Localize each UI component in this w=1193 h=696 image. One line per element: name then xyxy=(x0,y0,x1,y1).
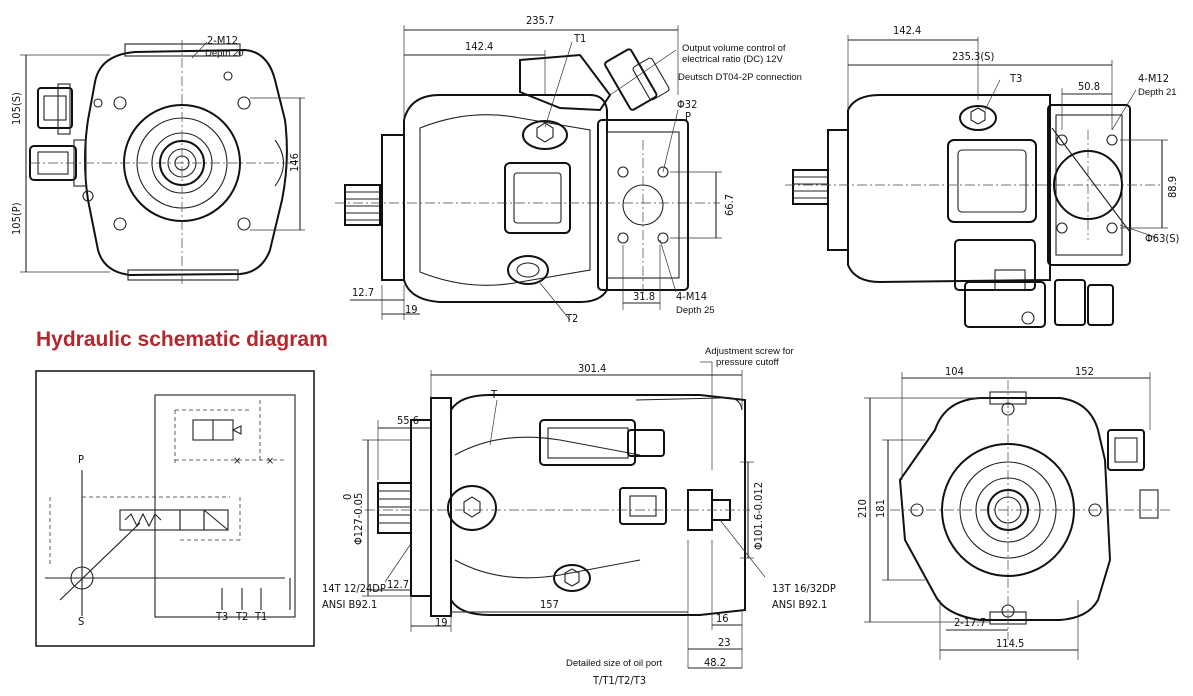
schematic-title: Hydraulic schematic diagram xyxy=(36,328,328,351)
connector-note: Deutsch DT04-2P connection xyxy=(678,72,802,83)
side-a-dim-66-7: 66.7 xyxy=(723,194,736,216)
rear-dim-181: 181 xyxy=(874,499,887,518)
hydraulic-schematic: × × P S T3 T2 T1 xyxy=(35,370,315,647)
top-dim-phi101-6: Φ101.6-0.012 xyxy=(752,482,765,550)
port-note: Detailed size of oil port xyxy=(566,658,662,669)
schematic-port-p: P xyxy=(78,453,84,466)
side-a-dim-12-7: 12.7 xyxy=(352,286,374,299)
front-dim-146: 146 xyxy=(288,153,301,172)
rear-dim-152: 152 xyxy=(1075,365,1094,378)
rear-dim-104: 104 xyxy=(945,365,964,378)
schematic-port-t2: T2 xyxy=(235,610,248,623)
front-dim-105s: 105(S) xyxy=(10,92,23,125)
top-dim-55-6: 55.6 xyxy=(397,414,419,427)
side-a-depth: Depth 25 xyxy=(676,305,715,316)
spline-left-line-1: 14T 12/24DP xyxy=(322,582,386,595)
side-b-dim-88-9: 88.9 xyxy=(1166,176,1179,198)
side-a-phi32: Φ32 xyxy=(677,98,697,111)
schematic-cross-2: × xyxy=(266,454,274,467)
port-list: T/T1/T2/T3 xyxy=(592,674,646,687)
adjust-note-line-2: pressure cutoff xyxy=(716,357,779,368)
top-t: T xyxy=(490,388,498,401)
side-a-dim-235-7: 235.7 xyxy=(526,14,554,27)
side-b-thread: 4-M12 xyxy=(1138,72,1169,85)
control-note-line-1: Output volume control of xyxy=(682,43,786,54)
schematic-port-t3: T3 xyxy=(215,610,228,623)
top-dim-12-7: 12.7 xyxy=(387,578,409,591)
side-view-b: 142.4 235.3(S) T3 50.8 4-M12 Depth 21 88… xyxy=(785,24,1180,328)
front-thread: 2-M12 xyxy=(207,34,238,47)
side-b-dim-50-8: 50.8 xyxy=(1078,80,1100,93)
spline-right-line-2: ANSI B92.1 xyxy=(772,598,827,611)
top-dim-157: 157 xyxy=(540,598,559,611)
top-dim-301-4: 301.4 xyxy=(578,362,606,375)
rear-view: 104 152 210 181 2-17.7 114.5 xyxy=(856,365,1170,660)
spline-right-line-1: 13T 16/32DP xyxy=(772,582,836,595)
side-b-depth: Depth 21 xyxy=(1138,87,1177,98)
top-dim-19: 19 xyxy=(435,616,448,629)
top-dim-zero: 0 xyxy=(341,494,354,500)
top-dim-16: 16 xyxy=(716,612,729,625)
top-dim-48-2: 48.2 xyxy=(704,656,726,669)
side-b-phi63: Φ63(S) xyxy=(1145,232,1180,245)
side-a-t1: T1 xyxy=(573,32,586,45)
side-a-dim-142-4: 142.4 xyxy=(465,40,493,53)
control-note-line-2: electrical ratio (DC) 12V xyxy=(682,54,783,65)
front-dim-105p: 105(P) xyxy=(10,202,23,235)
side-a-dim-19: 19 xyxy=(405,303,418,316)
top-dim-phi127: Φ127-0.05 xyxy=(352,493,365,545)
side-a-p: P xyxy=(685,110,691,123)
spline-left-line-2: ANSI B92.1 xyxy=(322,598,377,611)
schematic-cross-1: × xyxy=(233,454,241,467)
top-view: Adjustment screw for pressure cutoff 301… xyxy=(322,346,836,687)
side-b-t3: T3 xyxy=(1009,72,1022,85)
rear-dim-17-7: 2-17.7 xyxy=(954,616,986,629)
side-view-a: 235.7 142.4 T1 Output volume control of … xyxy=(335,14,802,325)
side-a-thread: 4-M14 xyxy=(676,290,707,303)
adjust-note-line-1: Adjustment screw for xyxy=(705,346,794,357)
front-view: 2-M12 Depth 20 105(S) 105(P) 146 xyxy=(10,34,305,285)
side-b-dim-235-3: 235.3(S) xyxy=(952,50,994,63)
schematic-port-t1: T1 xyxy=(254,610,267,623)
side-a-dim-31-8: 31.8 xyxy=(633,290,655,303)
side-b-dim-142-4: 142.4 xyxy=(893,24,921,37)
rear-dim-114-5: 114.5 xyxy=(996,637,1024,650)
front-depth: Depth 20 xyxy=(205,48,244,59)
top-dim-23: 23 xyxy=(718,636,731,649)
schematic-port-s: S xyxy=(78,615,84,628)
side-a-t2: T2 xyxy=(565,312,578,325)
rear-dim-210: 210 xyxy=(856,499,869,518)
